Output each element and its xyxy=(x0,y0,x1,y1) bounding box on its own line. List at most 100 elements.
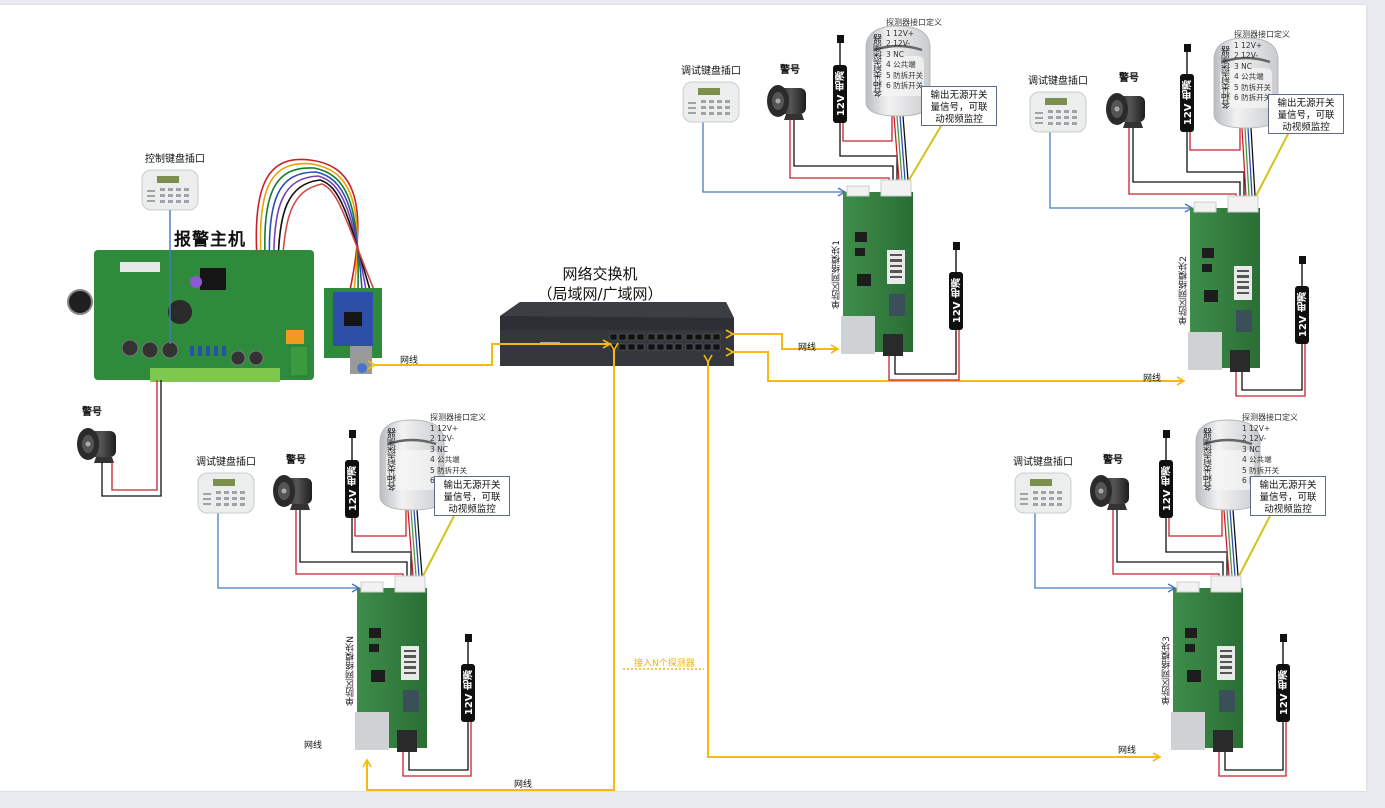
module-psu-black xyxy=(1241,344,1303,391)
pin-title: 探测器接口定义 xyxy=(1242,413,1298,422)
output-note-box: 输出无源开关量信号，可联动视频监控 xyxy=(434,476,510,516)
psu-wire-black xyxy=(1186,132,1245,196)
output-note-line: 动视频监控 xyxy=(935,114,983,125)
node-module-3 xyxy=(1014,418,1291,777)
detector-wire xyxy=(1232,509,1239,577)
siren-wire-red xyxy=(789,120,890,180)
siren xyxy=(1090,475,1129,510)
output-note-line: 动视频监控 xyxy=(1264,504,1312,515)
pin-item: 3 NC xyxy=(430,444,449,454)
debug-keypad xyxy=(1014,472,1072,514)
psu-label: 12V 电源 xyxy=(1183,80,1194,126)
siren-label: 警号 xyxy=(1119,73,1139,84)
pin-item: 2 12V- xyxy=(1242,434,1267,443)
pin-title: 探测器接口定义 xyxy=(1234,30,1290,39)
output-note-box: 输出无源开关量信号，可联动视频监控 xyxy=(1250,476,1326,516)
siren-wire-black xyxy=(1132,128,1241,196)
psu-wire-red xyxy=(842,116,893,142)
cable-label-module-2: 网线 xyxy=(1143,374,1162,384)
pin-item: 2 12V- xyxy=(1234,51,1259,60)
module-psu-label: 12V 电源 xyxy=(1298,292,1309,338)
host-siren-wire-black xyxy=(101,380,162,497)
switch-title-line1: 网络交换机 xyxy=(562,265,638,283)
psu-wire-red xyxy=(1168,510,1223,537)
node-wires xyxy=(702,115,960,381)
psu-label: 12V 电源 xyxy=(1162,466,1173,512)
siren-wire-black xyxy=(299,510,408,576)
module-psu-black xyxy=(408,722,469,771)
node-module-n xyxy=(197,418,476,777)
siren-label: 警号 xyxy=(1103,455,1123,466)
cable-label-module-n-left: 网线 xyxy=(304,741,323,751)
detector-label: 各种类型探测器 xyxy=(1204,428,1214,491)
host-siren-wire-red xyxy=(111,380,158,491)
output-signal-wire xyxy=(1238,515,1271,577)
switch-title: 网络交换机 （局域网/广域网） xyxy=(500,264,700,305)
switch-ports xyxy=(609,333,721,351)
siren-wire-red xyxy=(295,510,404,576)
module-name: 单防区网络模块N xyxy=(346,636,356,706)
output-note-box: 输出无源开关量信号，可联动视频监控 xyxy=(1268,94,1344,134)
cable-switch-to-module-1 xyxy=(725,329,840,354)
pin-item: 5 防拆开关 xyxy=(886,70,924,80)
keypad-data-line xyxy=(217,513,361,593)
pin-item: 4 公共端 xyxy=(430,455,460,464)
module-psu-red xyxy=(402,722,472,777)
pin-item: 2 12V- xyxy=(886,39,911,48)
debug-keypad xyxy=(197,472,255,514)
cable-label-module-1: 网线 xyxy=(798,343,817,353)
debug-keypad xyxy=(1029,91,1087,133)
siren-wire-red xyxy=(1128,128,1237,196)
pin-title: 探测器接口定义 xyxy=(886,18,942,27)
output-note-line: 量信号，可联 xyxy=(1259,492,1317,503)
module-name: 单防区网络模块2 xyxy=(1179,256,1189,325)
module-psu-black xyxy=(1224,722,1284,771)
detector-label: 各种类型探测器 xyxy=(1222,46,1232,109)
detector-wire xyxy=(407,509,414,577)
network-module xyxy=(840,179,914,357)
alarm-host-title: 报警主机 xyxy=(174,230,246,250)
pin-item: 3 NC xyxy=(1234,61,1253,71)
cable-switch-to-module-n xyxy=(362,342,619,791)
detector-label: 各种类型探测器 xyxy=(388,428,398,491)
siren xyxy=(273,475,312,510)
psu-wire-red xyxy=(354,510,407,537)
node-module-1 xyxy=(682,24,964,381)
pin-item: 1 12V+ xyxy=(886,28,915,38)
siren-wire-red xyxy=(1112,510,1220,576)
module-psu-label: 12V 电源 xyxy=(464,670,475,716)
output-signal-wire xyxy=(422,515,455,577)
pin-item: 3 NC xyxy=(1242,444,1261,454)
siren-wire-black xyxy=(793,120,894,180)
pin-item: 1 12V+ xyxy=(1242,423,1271,433)
module-psu-red xyxy=(1218,722,1287,777)
detector-wire xyxy=(1244,127,1250,197)
pin-item: 5 防拆开关 xyxy=(1234,82,1272,92)
detector-wire xyxy=(1223,509,1230,577)
psu-wire-red xyxy=(1189,128,1241,151)
module-psu-label: 12V 电源 xyxy=(1279,670,1290,716)
keypad-data-line xyxy=(1049,132,1194,213)
module-psu-red xyxy=(888,330,960,381)
pin-item: 1 12V+ xyxy=(1234,40,1263,50)
cable-switch-to-module-3 xyxy=(703,354,1162,762)
output-note-line: 输出无源开关 xyxy=(1259,480,1317,491)
detector-wire xyxy=(899,115,906,181)
debug-keypad-label: 调试键盘插口 xyxy=(1013,457,1073,468)
extension-note: 接入N个探测器 xyxy=(634,659,695,669)
host-siren-label: 警号 xyxy=(82,407,102,418)
switch-title-line2: （局域网/广域网） xyxy=(537,285,663,304)
psu-label: 12V 电源 xyxy=(836,71,847,117)
pin-item: 6 防拆开关 xyxy=(886,81,924,90)
output-note-line: 输出无源开关 xyxy=(1277,98,1335,109)
module-psu-black xyxy=(894,330,957,375)
terminal-block xyxy=(150,368,280,382)
module-name: 单防区网络模块3 xyxy=(1162,636,1172,705)
output-note-line: 动视频监控 xyxy=(1282,122,1330,133)
cable-label-module-n: 网线 xyxy=(514,780,533,790)
output-note-line: 动视频监控 xyxy=(448,504,496,515)
ribbon-cable xyxy=(255,158,375,291)
